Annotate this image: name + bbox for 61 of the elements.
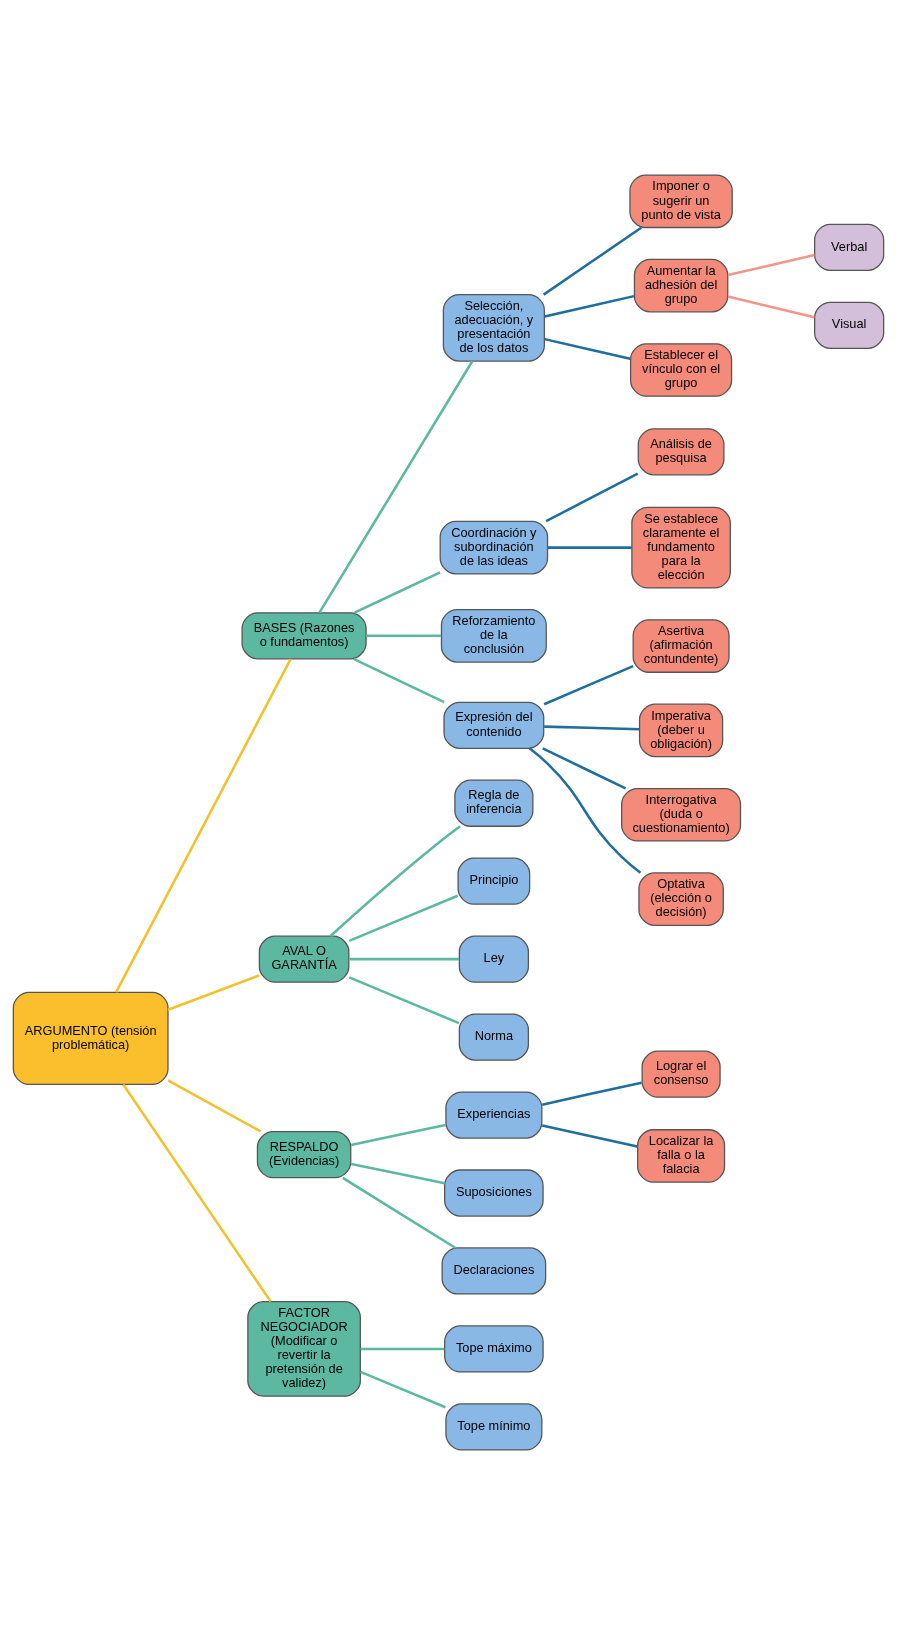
connector: [167, 974, 260, 1011]
node-box: Tope mínimo: [445, 1403, 543, 1451]
connector: [541, 1124, 638, 1148]
node-box: Norma: [458, 1013, 529, 1061]
connector: [167, 1079, 262, 1133]
connector: [350, 1123, 446, 1147]
connector: [350, 1162, 445, 1185]
connector: [122, 1083, 272, 1303]
node-box: RESPALDO (Evidencias): [256, 1131, 352, 1179]
node-box: Visual: [814, 301, 885, 349]
connector: [547, 546, 632, 549]
node-box: Verbal: [814, 223, 885, 271]
node-box: Localizar la falla o la falacia: [637, 1129, 726, 1183]
node-box: Regla de inferencia: [454, 779, 534, 827]
connector: [329, 825, 461, 937]
connector: [354, 571, 441, 614]
node-box: Optativa (elección o decisión): [638, 872, 724, 926]
node-box: Imponer o sugerir un punto de vista: [629, 174, 733, 229]
node-box: Suposiciones: [444, 1169, 544, 1217]
node-box: BASES (Razones o fundamentos): [241, 612, 367, 660]
node-box: Coordinación y subordinación de las ideas: [439, 520, 549, 575]
node-box: Análisis de pesquisa: [637, 428, 725, 476]
connector: [542, 747, 627, 790]
node-box: Selección, adecuación, y presentación de los datos: [442, 293, 545, 362]
node-box: FACTOR NEGOCIADOR (Modificar o revertir la pretensión de validez): [247, 1301, 361, 1397]
node-box: Declaraciones: [441, 1247, 547, 1295]
connector: [366, 634, 441, 638]
node-box: Interrogativa (duda o cuestionamiento): [621, 787, 742, 842]
connector: [544, 337, 631, 360]
node-box: Imperativa (deber u obligación): [638, 703, 724, 758]
connector: [541, 1081, 642, 1106]
connector: [544, 725, 640, 731]
connector: [115, 658, 292, 993]
connector: [349, 957, 459, 961]
connector: [545, 472, 639, 523]
node-box: Asertiva (afirmación contundente): [632, 619, 730, 673]
node-box: Se establece claramente el fundamento para la elección: [631, 506, 731, 589]
connector: [727, 295, 815, 319]
connector: [544, 294, 635, 318]
connector: [543, 664, 634, 706]
node-box: Tope máximo: [444, 1325, 544, 1373]
connector: [360, 1347, 445, 1351]
node-box: AVAL O GARANTÍA: [258, 935, 350, 983]
node-box: Experiencias: [445, 1091, 543, 1139]
connector: [727, 253, 815, 277]
connector: [348, 894, 459, 943]
node-box: Expresión del contenido: [443, 701, 545, 749]
connector: [542, 226, 643, 296]
connector: [318, 360, 474, 614]
node-box: ARGUMENTO (tensión problemática): [12, 991, 169, 1086]
node-box: Aumentar la adhesión del grupo: [633, 258, 729, 313]
node-box: Lograr el consenso: [641, 1050, 721, 1098]
connector: [353, 657, 445, 704]
connector: [342, 1176, 456, 1249]
connector: [360, 1370, 446, 1409]
node-box: Reforzamiento de la conclusión: [440, 609, 547, 663]
node-box: Establecer el vínculo con el grupo: [629, 343, 733, 397]
node-box: Principio: [457, 857, 531, 905]
connector: [348, 976, 460, 1025]
node-box: Ley: [458, 935, 529, 983]
connector: [528, 747, 642, 874]
